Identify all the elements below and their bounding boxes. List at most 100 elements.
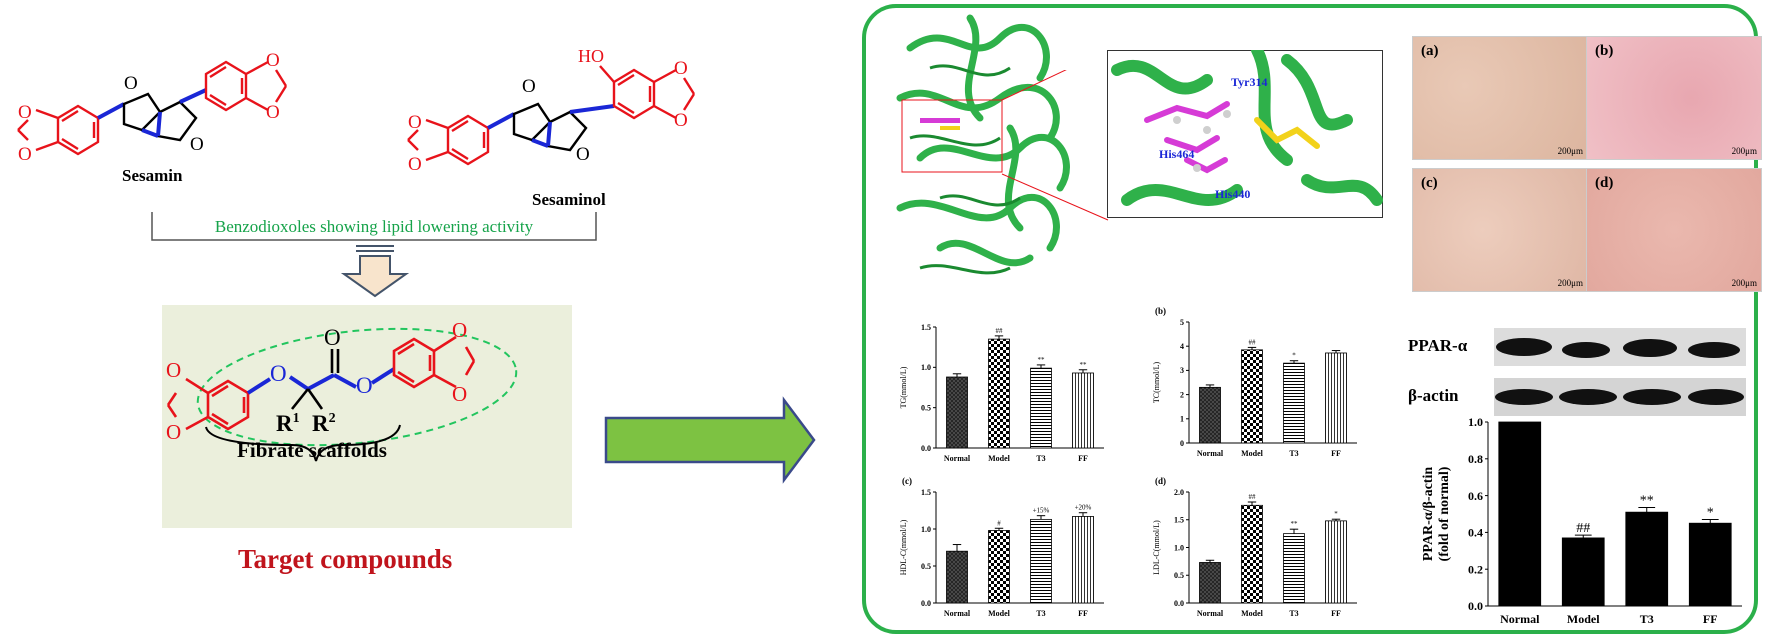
svg-text:O: O bbox=[266, 50, 280, 71]
bar bbox=[1688, 522, 1732, 607]
panel-label: (c) bbox=[902, 476, 912, 486]
category-label: Model bbox=[1241, 609, 1264, 618]
y-tick-label: 2.0 bbox=[1174, 488, 1184, 497]
y-tick-label: 3 bbox=[1180, 366, 1184, 375]
y-tick-label: 0.6 bbox=[1468, 489, 1483, 503]
y-tick-label: 1.5 bbox=[1174, 516, 1184, 525]
micrograph-tag: (a) bbox=[1421, 43, 1439, 59]
svg-text:O: O bbox=[18, 102, 32, 123]
category-label: Normal bbox=[1500, 612, 1540, 626]
micrograph-tag: (c) bbox=[1421, 175, 1438, 191]
fibrate-scaffold-structure: O O O O O O O R1 R2 Fibrate scaffolds bbox=[166, 318, 518, 462]
bar bbox=[1283, 533, 1305, 604]
significance-mark: ** bbox=[1291, 520, 1299, 528]
significance-mark: ## bbox=[1576, 521, 1590, 536]
significance-mark: * bbox=[1707, 506, 1714, 521]
svg-text:O: O bbox=[452, 382, 467, 406]
sesaminol-structure bbox=[407, 65, 696, 166]
y-axis-label: LDL-C(mmol/L) bbox=[1152, 520, 1161, 575]
grouping-bracket bbox=[151, 212, 597, 241]
residue-label-3: His440 bbox=[1215, 187, 1250, 201]
protein-structure-image bbox=[896, 14, 1070, 275]
svg-text:O: O bbox=[18, 144, 32, 165]
bar bbox=[1498, 421, 1542, 607]
y-tick-label: 2 bbox=[1180, 390, 1184, 399]
y-tick-label: 1 bbox=[1180, 415, 1184, 424]
category-label: FF bbox=[1078, 454, 1088, 463]
significance-mark: ## bbox=[1249, 338, 1257, 346]
micrograph-b: (b) 200μm bbox=[1586, 36, 1762, 160]
ppar-blot-label: PPAR-α bbox=[1408, 336, 1468, 355]
y-tick-label: 0.2 bbox=[1468, 562, 1483, 576]
y-tick-label: 1.0 bbox=[1468, 415, 1483, 429]
y-axis-label: PPAR-α/β-actin bbox=[1421, 467, 1436, 561]
svg-text:O: O bbox=[266, 102, 280, 123]
y-tick-label: 0.4 bbox=[1468, 526, 1483, 540]
residue-label-2: His464 bbox=[1159, 147, 1194, 161]
fibrate-scaffolds-label: Fibrate scaffolds bbox=[237, 438, 387, 462]
actin-blot-label: β-actin bbox=[1408, 386, 1459, 405]
down-arrow-icon bbox=[340, 245, 410, 298]
category-label: Model bbox=[988, 609, 1011, 618]
micrograph-c: (c) 200μm bbox=[1412, 168, 1588, 292]
category-label: Normal bbox=[1197, 609, 1224, 618]
category-label: FF bbox=[1078, 609, 1088, 618]
results-panel bbox=[862, 4, 1758, 634]
significance-mark: +15% bbox=[1033, 507, 1050, 515]
bar bbox=[988, 530, 1010, 604]
bar bbox=[988, 338, 1010, 449]
bar bbox=[1030, 367, 1052, 449]
significance-mark: # bbox=[997, 519, 1001, 527]
category-label: T3 bbox=[1289, 449, 1298, 458]
svg-text:O: O bbox=[674, 58, 688, 79]
y-tick-label: 0.5 bbox=[921, 403, 931, 412]
residue-label-1: Tyr314 bbox=[1231, 75, 1267, 89]
y-tick-label: 0.8 bbox=[1468, 452, 1483, 466]
western-blot-image bbox=[1494, 328, 1746, 416]
bar bbox=[1561, 537, 1605, 607]
scale-bar-label: 200μm bbox=[1731, 278, 1757, 288]
target-compounds-label: Target compounds bbox=[238, 544, 453, 574]
bar bbox=[1325, 520, 1347, 604]
bar bbox=[1030, 518, 1052, 604]
bar bbox=[1241, 349, 1263, 444]
scale-bar-label: 200μm bbox=[1557, 146, 1583, 156]
hydroxyl-label: HO bbox=[578, 46, 604, 66]
fibrate-brace bbox=[205, 424, 401, 462]
chemistry-scheme: O O O O O O Sesamin HO O O O O O O Sesam… bbox=[17, 46, 696, 298]
y-axis-label: TC(mmol/L) bbox=[1152, 362, 1161, 404]
micrograph-tag: (b) bbox=[1595, 43, 1614, 59]
category-label: Model bbox=[1241, 449, 1264, 458]
significance-mark: ** bbox=[1038, 356, 1046, 364]
y-tick-label: 0.0 bbox=[921, 444, 931, 453]
svg-text:O: O bbox=[324, 325, 341, 350]
y-tick-label: 0.0 bbox=[1468, 599, 1483, 613]
svg-text:O: O bbox=[452, 318, 467, 342]
category-label: Normal bbox=[944, 454, 971, 463]
r2-label: R bbox=[312, 411, 329, 436]
ldl-bar-chart: 0.00.51.01.52.0Normal##Model**T3*FF(d)LD… bbox=[1152, 476, 1357, 618]
right-arrow-icon bbox=[604, 396, 816, 484]
svg-text:O: O bbox=[356, 373, 373, 398]
bar bbox=[946, 376, 968, 449]
y-tick-label: 0.0 bbox=[1174, 599, 1184, 608]
tg-bar-chart: 0.00.51.01.5Normal##Model**T3**FFTG(mmol… bbox=[899, 323, 1104, 463]
category-label: T3 bbox=[1289, 609, 1298, 618]
svg-text:O: O bbox=[674, 110, 688, 131]
y-tick-label: 4 bbox=[1180, 342, 1184, 351]
category-label: Normal bbox=[1197, 449, 1224, 458]
bar bbox=[946, 550, 968, 604]
y-tick-label: 1.5 bbox=[921, 323, 931, 332]
hdl-bar-chart: 0.00.51.01.5Normal#Model+15%T3+20%FF(c)H… bbox=[899, 476, 1104, 618]
svg-text:O: O bbox=[576, 144, 590, 165]
category-label: FF bbox=[1331, 609, 1341, 618]
y-tick-label: 0.0 bbox=[921, 599, 931, 608]
y-tick-label: 5 bbox=[1180, 318, 1184, 327]
y-tick-label: 0.5 bbox=[1174, 571, 1184, 580]
bar bbox=[1325, 352, 1347, 444]
panel-label: (b) bbox=[1155, 306, 1166, 316]
svg-text:O: O bbox=[522, 76, 536, 97]
y-tick-label: 1.0 bbox=[921, 525, 931, 534]
svg-text:O: O bbox=[408, 112, 422, 133]
